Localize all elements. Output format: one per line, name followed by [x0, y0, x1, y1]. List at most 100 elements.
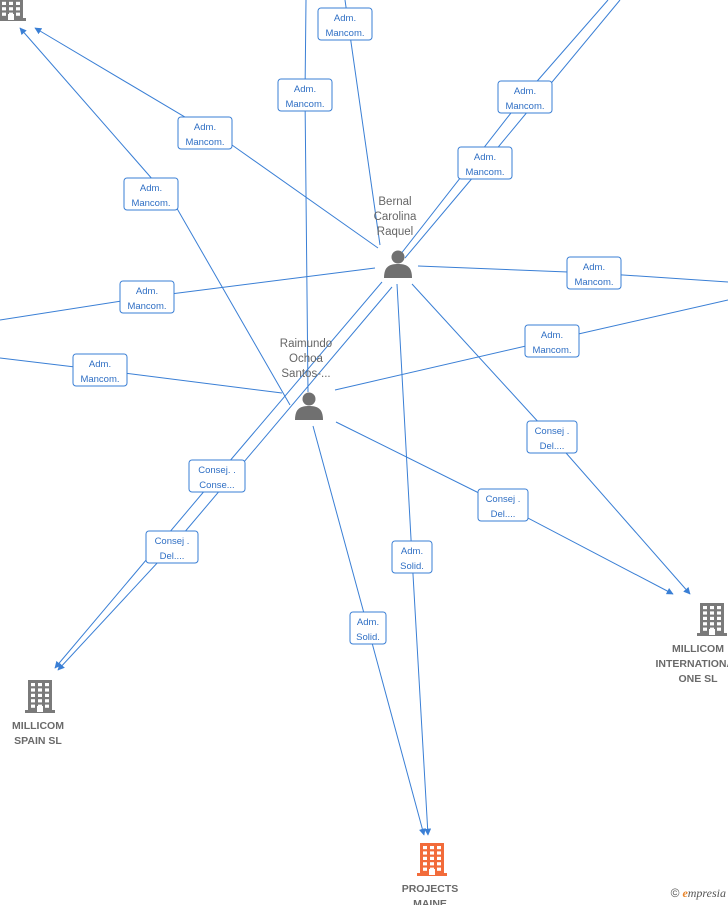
building-icon	[697, 603, 727, 636]
edge-label-text: Adm.	[89, 359, 111, 370]
edge-label[interactable]: Adm. Solid.	[349, 611, 387, 645]
edge-label-text: Consej .	[535, 426, 570, 437]
relation-edge	[344, 0, 381, 246]
edge-label-text: Mancom.	[505, 101, 544, 112]
copyright-symbol: ©	[670, 886, 680, 900]
person-name: Ochoa	[289, 353, 323, 365]
edge-label-text: Mancom.	[532, 345, 571, 356]
edge-label-text: Mancom.	[285, 99, 324, 110]
edge-label[interactable]: Adm. Mancom.	[457, 146, 513, 180]
edge-label[interactable]: Consej . Del....	[477, 488, 529, 522]
edge-label-text: Adm.	[194, 122, 216, 133]
building-icon	[417, 843, 447, 876]
company-name: MAINE	[413, 898, 447, 905]
edges-layer	[0, 0, 728, 836]
edge-label-box	[349, 611, 387, 645]
company-name: INTERNATIONAL	[656, 658, 728, 670]
edge-label[interactable]: Adm. Mancom.	[123, 177, 179, 211]
edge-label-box	[177, 116, 233, 150]
edge-label[interactable]: Consej. . Conse...	[188, 459, 246, 493]
relation-edge	[399, 0, 609, 256]
company-name: PROJECTS	[402, 883, 459, 895]
edge-label-text: Del....	[491, 509, 516, 520]
edge-label[interactable]: Adm. Mancom.	[497, 80, 553, 114]
relation-edge	[304, 0, 309, 393]
person-name: Carolina	[374, 211, 417, 223]
person-icon	[384, 250, 412, 278]
edge-label-box	[526, 420, 578, 454]
company-name: MILLICOM	[12, 720, 64, 732]
edge-label-box	[123, 177, 179, 211]
edge-label-box	[72, 353, 128, 387]
edge-label-text: Mancom.	[325, 28, 364, 39]
edge-label-text: Mancom.	[185, 137, 224, 148]
person-name: Santos-...	[281, 368, 330, 380]
person-name: Raquel	[377, 226, 413, 238]
brand-name: mpresia	[687, 886, 726, 900]
edge-label-text: Adm.	[474, 152, 496, 163]
person-icon	[295, 392, 323, 420]
person-name: Raimundo	[280, 338, 332, 350]
edge-label-text: Solid.	[400, 561, 424, 572]
edge-label[interactable]: Consej . Del....	[526, 420, 578, 454]
edge-label[interactable]: Consej . Del....	[145, 530, 199, 564]
edge-label[interactable]: Adm. Mancom.	[277, 78, 333, 112]
edge-label-box	[457, 146, 513, 180]
edge-label-box	[145, 530, 199, 564]
company-node-millicom-intl[interactable]: MILLICOM INTERNATIONAL ONE SL	[656, 603, 728, 685]
edge-label[interactable]: Adm.Mancom.	[72, 353, 128, 387]
edge-label-text: Consej .	[155, 536, 190, 547]
edge-label-text: Adm.	[583, 262, 605, 273]
relation-edge	[19, 27, 291, 406]
edge-label-text: Mancom.	[131, 198, 170, 209]
edge-label-text: Adm.	[357, 617, 379, 628]
edge-label-text: Consej .	[486, 494, 521, 505]
edge-label[interactable]: Adm. Mancom.	[317, 7, 373, 41]
relation-edge	[0, 267, 376, 321]
person-node-raimundo[interactable]: RaimundoOchoaSantos-...	[280, 338, 332, 420]
edge-label-text: Adm.	[334, 13, 356, 24]
company-node-projects[interactable]: PROJECTS MAINE	[402, 843, 459, 905]
edge-label[interactable]: Adm. Solid.	[391, 540, 433, 574]
relation-edge	[404, 0, 621, 259]
edge-label-text: Adm.	[294, 84, 316, 95]
edge-label-text: Del....	[160, 551, 185, 562]
edge-label-box	[119, 280, 175, 314]
empresia-watermark: ©empresia	[671, 886, 726, 901]
edge-label-box	[391, 540, 433, 574]
edge-labels-layer: Adm. Mancom. Adm. Mancom. Adm. Mancom. Adm. Man…	[72, 7, 622, 645]
edge-label-text: Solid.	[356, 632, 380, 643]
edge-label[interactable]: Adm. Mancom.	[119, 280, 175, 314]
edge-label-text: Adm.	[514, 86, 536, 97]
edge-label[interactable]: Adm. Mancom.	[524, 324, 580, 358]
edge-label-text: Conse...	[199, 480, 234, 491]
edge-label-text: Mancom.	[127, 301, 166, 312]
edge-label-box	[317, 7, 373, 41]
edge-label-text: Adm.	[136, 286, 158, 297]
company-name: ONE SL	[678, 673, 718, 685]
edge-label-box	[477, 488, 529, 522]
edge-label-box	[497, 80, 553, 114]
edge-label-text: Adm.	[401, 546, 423, 557]
edge-label-text: Mancom.	[465, 167, 504, 178]
edge-label-box	[188, 459, 246, 493]
edge-label-box	[566, 256, 622, 290]
edge-label-text: Adm.	[140, 183, 162, 194]
building-icon	[0, 0, 26, 21]
edge-label-text: Del....	[540, 441, 565, 452]
edge-label-text: Adm.	[541, 330, 563, 341]
brand-initial: e	[682, 886, 688, 900]
company-name: MILLICOM	[672, 643, 724, 655]
building-icon	[25, 680, 55, 713]
edge-label-text: Consej. .	[198, 465, 236, 476]
edge-label[interactable]: Adm.Mancom.	[566, 256, 622, 290]
edge-label-box	[277, 78, 333, 112]
relation-edge	[0, 357, 283, 394]
person-name: Bernal	[378, 196, 411, 208]
edge-label[interactable]: Adm. Mancom.	[177, 116, 233, 150]
company-node-top-left[interactable]	[0, 0, 26, 21]
